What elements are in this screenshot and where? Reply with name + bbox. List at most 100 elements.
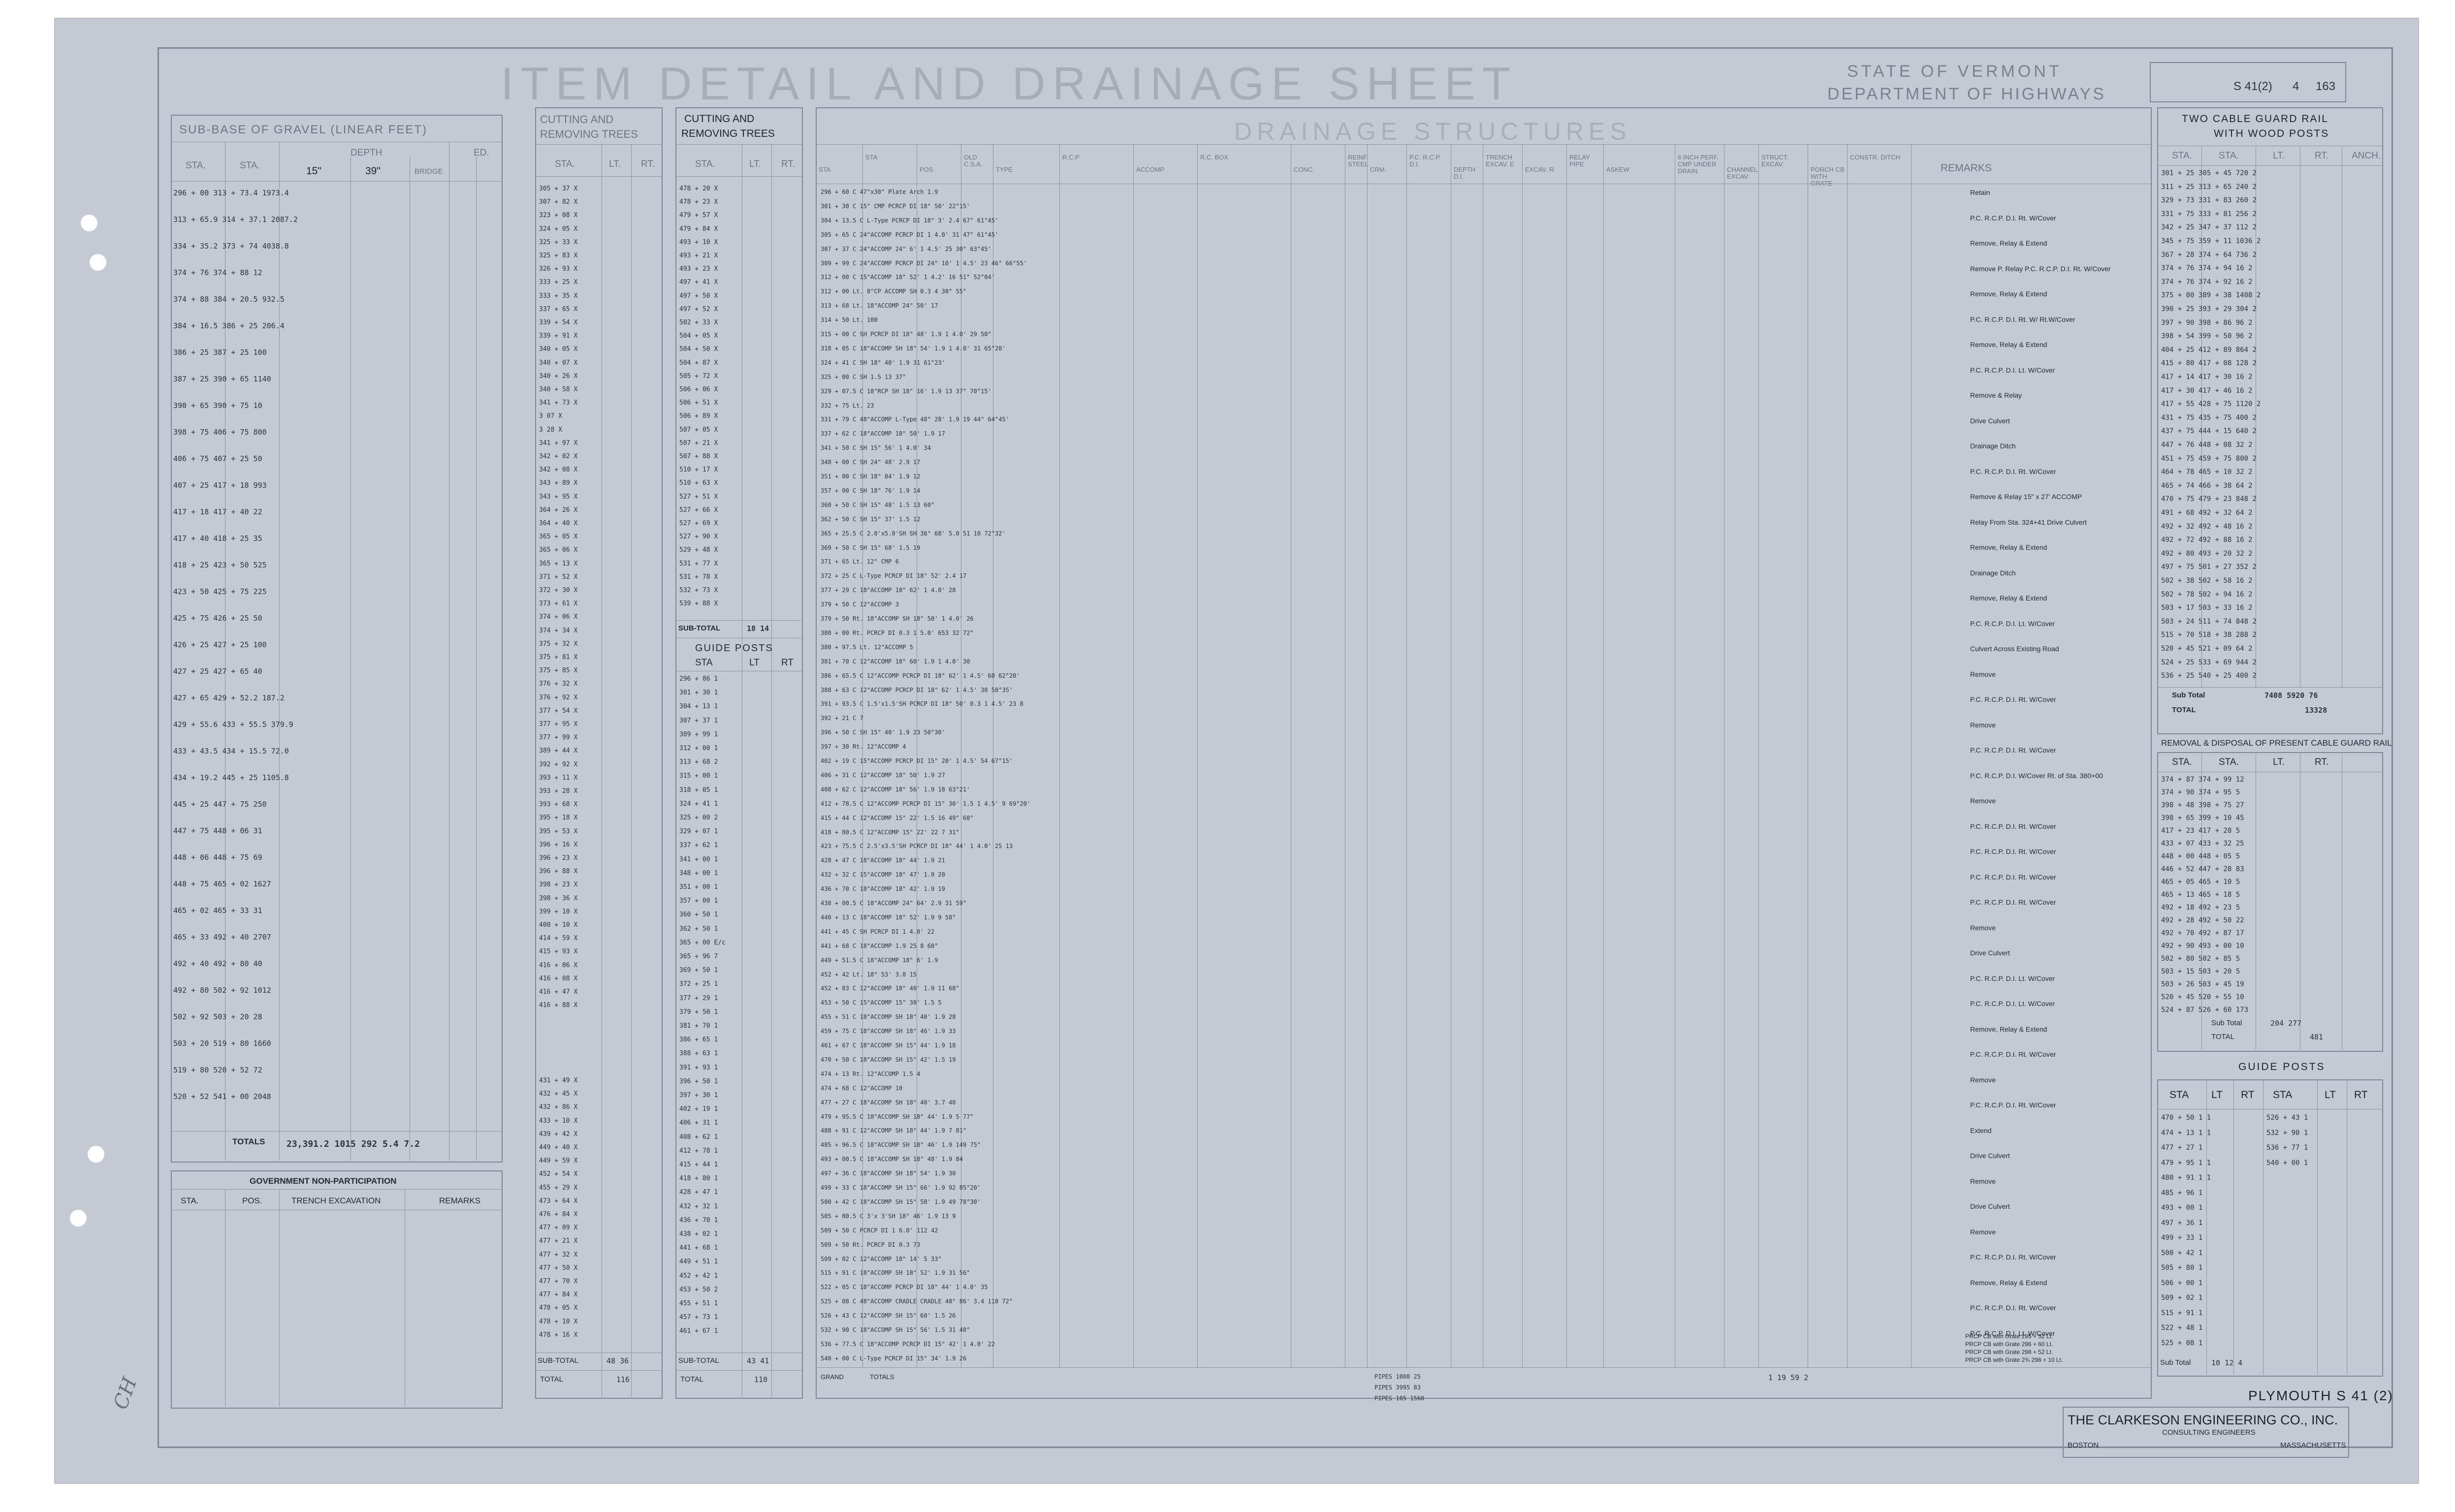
cable-subtotal: 7408 5920 76	[2264, 691, 2318, 700]
drainage-col-header: R.C.P	[1062, 154, 1080, 161]
guide2-subtotal: 10 12 4	[2211, 1358, 2243, 1367]
drainage-remark: Remove, Relay & Extend	[1970, 1025, 2047, 1033]
guide2-row: 526 + 43 1	[2266, 1114, 2308, 1122]
cutting1-row: 340 + 26 X	[539, 372, 578, 380]
guide1-row: 372 + 25 1	[679, 980, 718, 988]
cutting2-row: 493 + 21 X	[679, 252, 718, 259]
cutting1-total-label: TOTAL	[540, 1375, 563, 1384]
cable-row: 374 + 76 374 + 92 16 2	[2161, 278, 2253, 286]
drainage-row: 380 + 00 Rt. PCRCP DI 0.3 1 5.0' 653 32 …	[821, 629, 974, 636]
subbase-row: 406 + 75 407 + 25 50	[173, 454, 262, 463]
drainage-row: 525 + 08 C 48"ACCOMP CRADLE CRADLE 48" 8…	[821, 1298, 1013, 1305]
cable-col-lt: LT.	[2273, 151, 2285, 161]
guide2-col-lt-r: LT	[2325, 1089, 2336, 1101]
cutting1-row: 333 + 35 X	[539, 292, 578, 300]
removal-row: 492 + 28 492 + 50 22	[2161, 916, 2244, 924]
guide1-row: 402 + 19 1	[679, 1105, 718, 1113]
cutting2-row: 507 + 88 X	[679, 453, 718, 460]
removal-col-rt: RT.	[2315, 757, 2329, 767]
drainage-remark: P.C. R.C.P. D.I. Rt. W/Cover	[1970, 746, 2056, 754]
drainage-row: 532 + 90 C 18"ACCOMP SH 15" 56' 1.5 31 4…	[821, 1326, 970, 1333]
cutting1-row: 477 + 70 X	[539, 1278, 578, 1285]
guide1-row: 360 + 50 1	[679, 911, 718, 919]
cutting2-row: 497 + 50 X	[679, 292, 718, 300]
cutting1-row: 477 + 50 X	[539, 1264, 578, 1272]
cutting1-row: 377 + 54 X	[539, 707, 578, 715]
drainage-row: 397 + 30 Rt. 12"ACCOMP 4	[821, 743, 906, 751]
drainage-row: 479 + 95.5 C 18"ACCOMP SH 18" 44' 1.9 5 …	[821, 1113, 974, 1120]
firm-name: THE CLARKESON ENGINEERING CO., INC.	[2068, 1413, 2338, 1427]
cutting1-row: 343 + 89 X	[539, 479, 578, 487]
drainage-row: 315 + 00 C SH PCRCP DI 18" 48' 1.9 1 4.0…	[821, 331, 991, 338]
cutting1-row: 478 + 10 X	[539, 1318, 578, 1325]
cutting2-row: 504 + 05 X	[679, 332, 718, 340]
drainage-row: 406 + 31 C 12"ACCOMP 18" 50' 1.9 27	[821, 771, 945, 779]
cutting1-row: 477 + 84 X	[539, 1291, 578, 1299]
cutting1-row: 416 + 08 X	[539, 975, 578, 982]
guide1-row: 381 + 70 1	[679, 1022, 718, 1030]
cutting2-row: 478 + 20 X	[679, 185, 718, 192]
guide2-row: 505 + 80 1	[2161, 1264, 2203, 1272]
cutting1-row: 432 + 86 X	[539, 1103, 578, 1111]
cutting1-row: 339 + 91 X	[539, 332, 578, 340]
removal-row: 417 + 23 417 + 28 5	[2161, 827, 2240, 835]
drainage-remark: Remove	[1970, 670, 1996, 678]
guide1-row: 457 + 73 1	[679, 1314, 718, 1322]
cutting1-row: 477 + 09 X	[539, 1224, 578, 1232]
removal-row: 398 + 65 399 + 10 45	[2161, 814, 2244, 822]
cutting1-row: 455 + 29 X	[539, 1184, 578, 1192]
drainage-remark: P.C. R.C.P. D.I. Lt. W/Cover	[1970, 1329, 2055, 1337]
guide1-row: 325 + 00 2	[679, 814, 718, 821]
drainage-row: 515 + 91 C 18"ACCOMP SH 18" 52' 1.9 31 5…	[821, 1269, 970, 1277]
drainage-row: 372 + 25 C L-Type PCRCP DI 18" 52' 2.4 1…	[821, 572, 967, 580]
drainage-row: 461 + 67 C 18"ACCOMP SH 15" 44' 1.9 18	[821, 1042, 956, 1049]
cable-col-sta1: STA.	[2172, 151, 2192, 161]
cutting2-row: 531 + 78 X	[679, 573, 718, 581]
drainage-col-header: CONC.	[1294, 166, 1314, 173]
subbase-row: 387 + 25 390 + 65 1140	[173, 375, 271, 383]
cutting1-row: 3 28 X	[539, 426, 562, 434]
grid-line	[1406, 144, 1407, 1367]
cable-row: 398 + 54 399 + 50 96 2	[2161, 332, 2253, 341]
cutting2-row: 507 + 21 X	[679, 439, 718, 447]
subbase-row: 374 + 88 384 + 20.5 932.5	[173, 295, 285, 304]
cutting1-row: 396 + 23 X	[539, 854, 578, 862]
removal-total-label: TOTAL	[2211, 1033, 2234, 1041]
subbase-row: 447 + 75 448 + 06 31	[173, 826, 262, 835]
guide1-row: 406 + 31 1	[679, 1119, 718, 1127]
drainage-col-header: PORCH CB WITH GRATE	[1811, 166, 1845, 187]
drainage-remark: Drainage Ditch	[1970, 442, 2016, 450]
subbase-row: 407 + 25 417 + 18 993	[173, 481, 267, 490]
drainage-remark: P.C. R.C.P. D.I. Rt. W/Cover	[1970, 1050, 2056, 1058]
cutting2-row: 539 + 88 X	[679, 600, 718, 608]
drainage-row: 474 + 68 C 12"ACCOMP 10	[821, 1084, 903, 1092]
guide1-row: 304 + 13 1	[679, 703, 718, 711]
drainage-row: 455 + 51 C 18"ACCOMP SH 18" 40' 1.9 28	[821, 1013, 956, 1021]
firm-city-left: BOSTON	[2068, 1441, 2099, 1449]
cutting2-row: 527 + 69 X	[679, 520, 718, 527]
sheet-no: 4	[2293, 80, 2299, 93]
drainage-remark: Remove, Relay & Extend	[1970, 543, 2047, 551]
cutting1-row: 396 + 16 X	[539, 841, 578, 849]
guide1-row: 461 + 67 1	[679, 1327, 718, 1335]
cutting1-row: 449 + 59 X	[539, 1157, 578, 1165]
drainage-row: 325 + 00 C SH 1.5 13 37°	[821, 373, 906, 380]
cutting1-row: 374 + 34 X	[539, 627, 578, 634]
cutting2-row: 493 + 10 X	[679, 238, 718, 246]
drainage-remark: P.C. R.C.P. D.I. Rt. W/Cover	[1970, 214, 2056, 222]
removal-row: 503 + 15 503 + 20 5	[2161, 968, 2240, 976]
cutting1-col-sta: STA.	[555, 159, 575, 169]
cutting1-row: 343 + 95 X	[539, 493, 578, 501]
cutting1-row: 398 + 23 X	[539, 881, 578, 889]
drainage-col-header: STA	[865, 154, 878, 161]
cable-row: 451 + 75 459 + 75 800 2	[2161, 454, 2257, 463]
cable-total: 13328	[2305, 706, 2327, 715]
cable-row: 437 + 75 444 + 15 640 2	[2161, 427, 2257, 436]
cutting1-row: 333 + 25 X	[539, 279, 578, 286]
guide2-row: 499 + 33 1	[2161, 1234, 2203, 1242]
guide1-col-sta: STA	[695, 658, 713, 668]
cutting1-row: 376 + 32 X	[539, 680, 578, 688]
cutting1-row: 416 + 06 X	[539, 961, 578, 969]
cutting2-row: 527 + 90 X	[679, 533, 718, 541]
subbase-row: 448 + 75 465 + 02 1627	[173, 880, 271, 888]
